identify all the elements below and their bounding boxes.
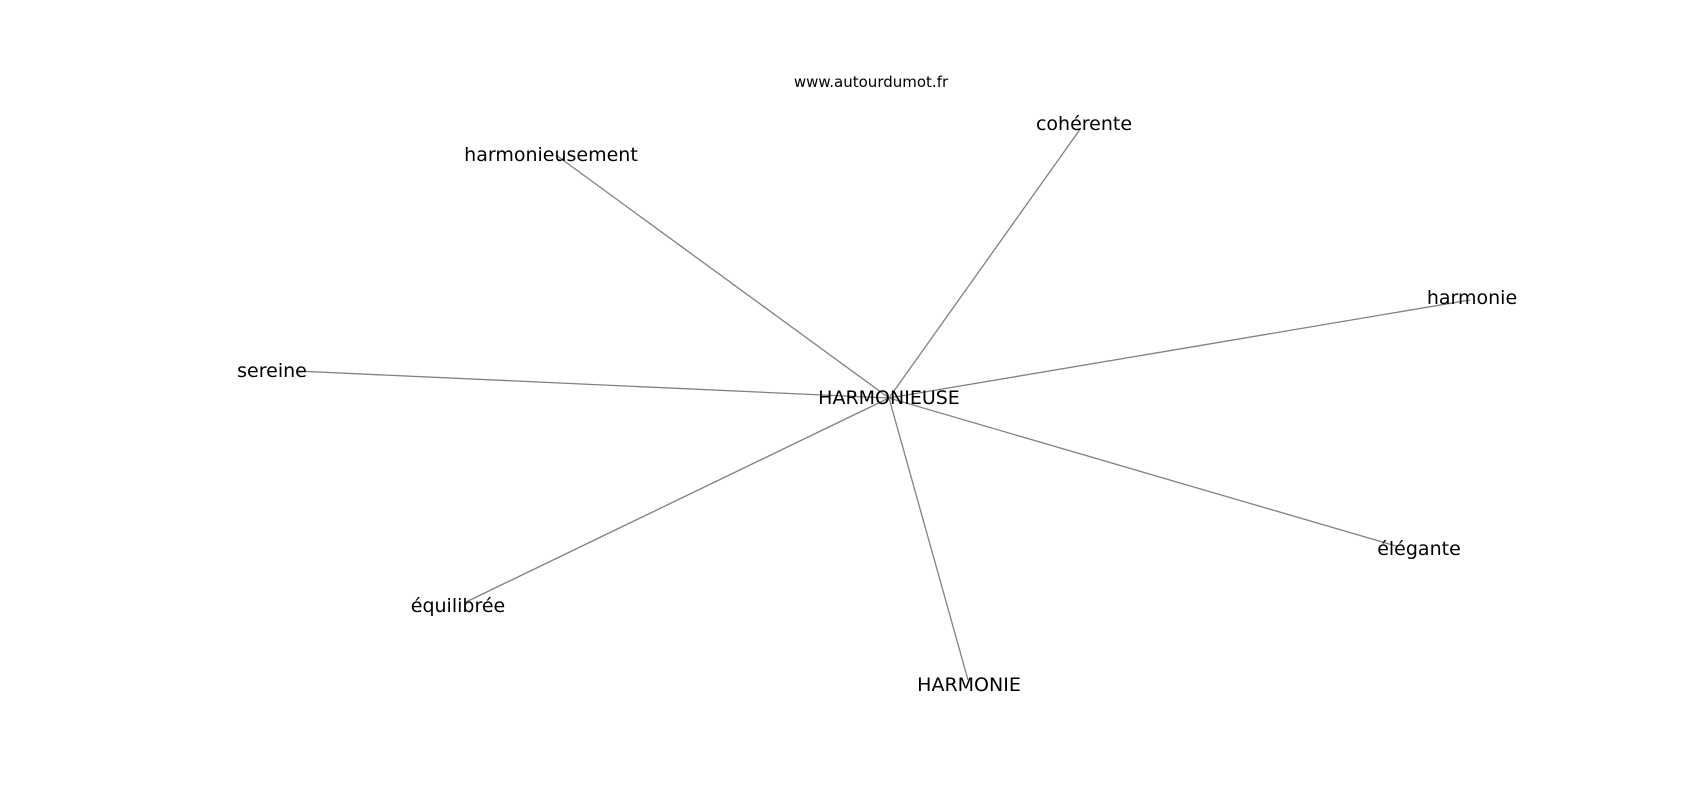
node-related-3: harmonie [1427,287,1517,309]
node-related-1: harmonieusement [464,144,638,166]
node-related-7: HARMONIE [917,674,1021,696]
edge-center-to-related-1 [555,154,890,399]
edge-center-to-related-5 [888,397,1397,547]
node-related-4: sereine [237,360,307,382]
node-center: HARMONIEUSE [818,387,960,409]
edge-center-to-related-4 [295,370,890,399]
node-related-6: équilibrée [411,595,505,617]
source-url: www.autourdumot.fr [794,73,949,91]
edge-center-to-related-3 [888,299,1471,399]
edge-center-to-related-6 [465,397,890,603]
node-related-2: cohérente [1036,113,1132,135]
node-related-5: élégante [1377,538,1461,560]
edge-center-to-related-2 [888,127,1082,399]
edges [295,127,1471,681]
nodes: HARMONIEUSE harmonieusement cohérente ha… [237,113,1517,696]
edge-center-to-related-7 [888,397,969,681]
